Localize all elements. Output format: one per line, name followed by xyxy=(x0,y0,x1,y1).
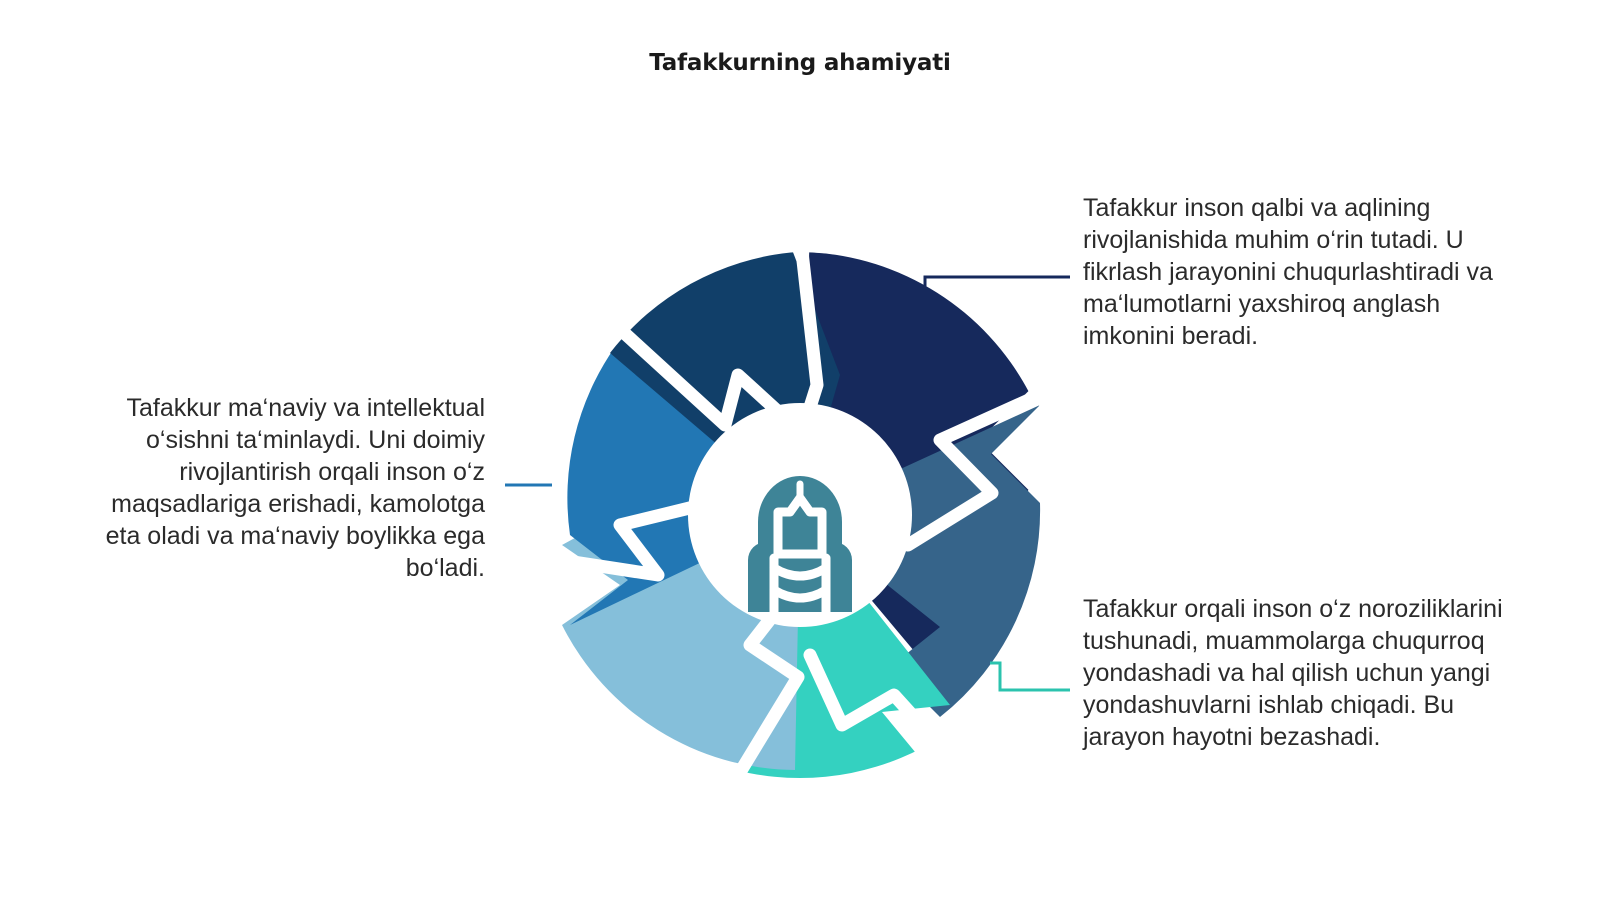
page-title: Tafakkurning ahamiyati xyxy=(649,50,951,76)
divider-2 xyxy=(901,378,1069,552)
callout-text-bottom-right: Tafakkur orqali inson o‘z noroziliklarin… xyxy=(1083,595,1503,751)
divider-5 xyxy=(521,496,717,582)
segment-left-shape[interactable] xyxy=(567,347,800,625)
donut-wheel-diagram xyxy=(521,236,1069,804)
divider-6 xyxy=(603,313,813,444)
callout-text-left: Tafakkur ma‘naviy va intellektual o‘sish… xyxy=(105,394,485,582)
segment-left[interactable] xyxy=(567,347,800,625)
divider-3 xyxy=(803,648,987,797)
person-figure-icon xyxy=(748,476,852,617)
callout-text-top-right: Tafakkur inson qalbi va aqlining rivojla… xyxy=(1083,194,1493,350)
